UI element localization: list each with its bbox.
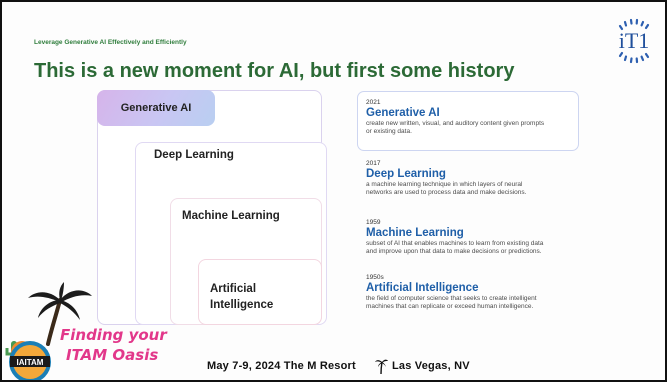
slide-title: This is a new moment for AI, but first s…	[34, 60, 515, 82]
timeline-entry: 1950s Artificial Intelligence the field …	[366, 274, 578, 311]
artificial-intelligence-label: Artificial Intelligence	[210, 282, 273, 313]
palm-tree-icon	[375, 359, 388, 374]
timeline-name: Artificial Intelligence	[366, 282, 479, 294]
slide-kicker: Leverage Generative AI Effectively and E…	[34, 39, 187, 46]
timeline-year: 2017	[366, 160, 381, 167]
timeline-entry: 2017 Deep Learning a machine learning te…	[366, 160, 578, 197]
timeline-entry: 2021 Generative AI create new written, v…	[366, 99, 578, 136]
machine-learning-label: Machine Learning	[182, 210, 280, 222]
oasis-tagline-line2: ITAM Oasis	[66, 346, 158, 364]
generative-ai-label: Generative AI	[97, 90, 215, 126]
it1-logo-text: iT1	[619, 28, 650, 53]
timeline-year: 2021	[366, 99, 381, 106]
timeline-entry: 1959 Machine Learning subset of AI that …	[366, 219, 578, 256]
timeline-desc: create new written, visual, and auditory…	[366, 120, 578, 136]
timeline-desc: a machine learning technique in which la…	[366, 181, 578, 197]
artificial-intelligence-box	[198, 259, 322, 325]
timeline-desc-line: and improve upon that data to make decis…	[366, 248, 542, 256]
timeline-desc: subset of AI that enables machines to le…	[366, 240, 578, 256]
timeline-year: 1950s	[366, 274, 384, 281]
it1-logo: iT1	[619, 18, 650, 64]
timeline-desc-line: networks are used to process data and ma…	[366, 189, 527, 197]
timeline-desc-line: create new written, visual, and auditory…	[366, 120, 545, 127]
timeline-name: Machine Learning	[366, 227, 464, 239]
iaitam-badge-text: IAITAM	[17, 358, 44, 367]
timeline-desc-line: or existing data.	[366, 128, 412, 136]
highlight-card	[357, 91, 579, 151]
timeline-desc-line: a machine learning technique in which la…	[366, 181, 523, 188]
ai-label-line1: Artificial	[210, 283, 257, 295]
ai-label-line2: Intelligence	[210, 298, 274, 311]
timeline-name: Generative AI	[366, 107, 440, 119]
event-location: Las Vegas, NV	[392, 360, 470, 372]
event-footer: May 7-9, 2024 The M Resort	[207, 360, 356, 372]
timeline-desc-line: subset of AI that enables machines to le…	[366, 240, 544, 247]
deep-learning-label: Deep Learning	[154, 149, 234, 161]
oasis-tagline-line1: Finding your	[60, 326, 168, 344]
event-dates-venue: May 7-9, 2024 The M Resort	[207, 360, 356, 372]
timeline-year: 1959	[366, 219, 381, 226]
timeline-desc: the field of computer science that seeks…	[366, 295, 578, 311]
timeline-name: Deep Learning	[366, 168, 446, 180]
timeline-desc-line: the field of computer science that seeks…	[366, 295, 537, 302]
itam-oasis-logo: IAITAM Finding your ITAM Oasis	[5, 282, 168, 380]
timeline-desc-line: machines that can replicate or exceed hu…	[366, 303, 534, 311]
